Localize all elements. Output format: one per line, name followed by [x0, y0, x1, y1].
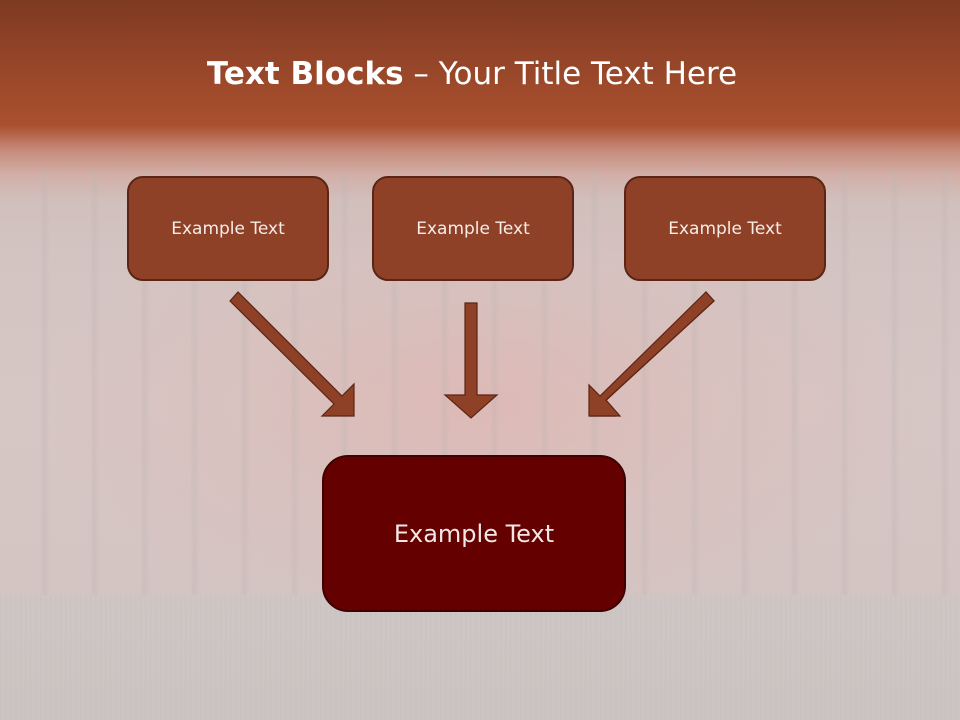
source-box-center: Example Text	[372, 176, 574, 281]
title-regular-part: Your Title Text Here	[438, 56, 738, 92]
source-box-left-label: Example Text	[171, 218, 285, 239]
title-bold-part: Text Blocks	[206, 56, 404, 92]
arrow-down-icon	[443, 302, 499, 419]
source-box-right: Example Text	[624, 176, 826, 281]
source-box-right-label: Example Text	[668, 218, 782, 239]
source-box-center-label: Example Text	[416, 218, 530, 239]
stage-floor-background	[0, 595, 960, 720]
arrow-down-left-icon	[588, 291, 715, 417]
slide-title: Text Blocks – Your Title Text Here	[0, 52, 944, 96]
source-box-left: Example Text	[127, 176, 329, 281]
target-box-label: Example Text	[393, 519, 555, 548]
target-box: Example Text	[322, 455, 626, 612]
title-separator: –	[403, 56, 439, 92]
arrow-down-right-icon	[229, 291, 355, 417]
